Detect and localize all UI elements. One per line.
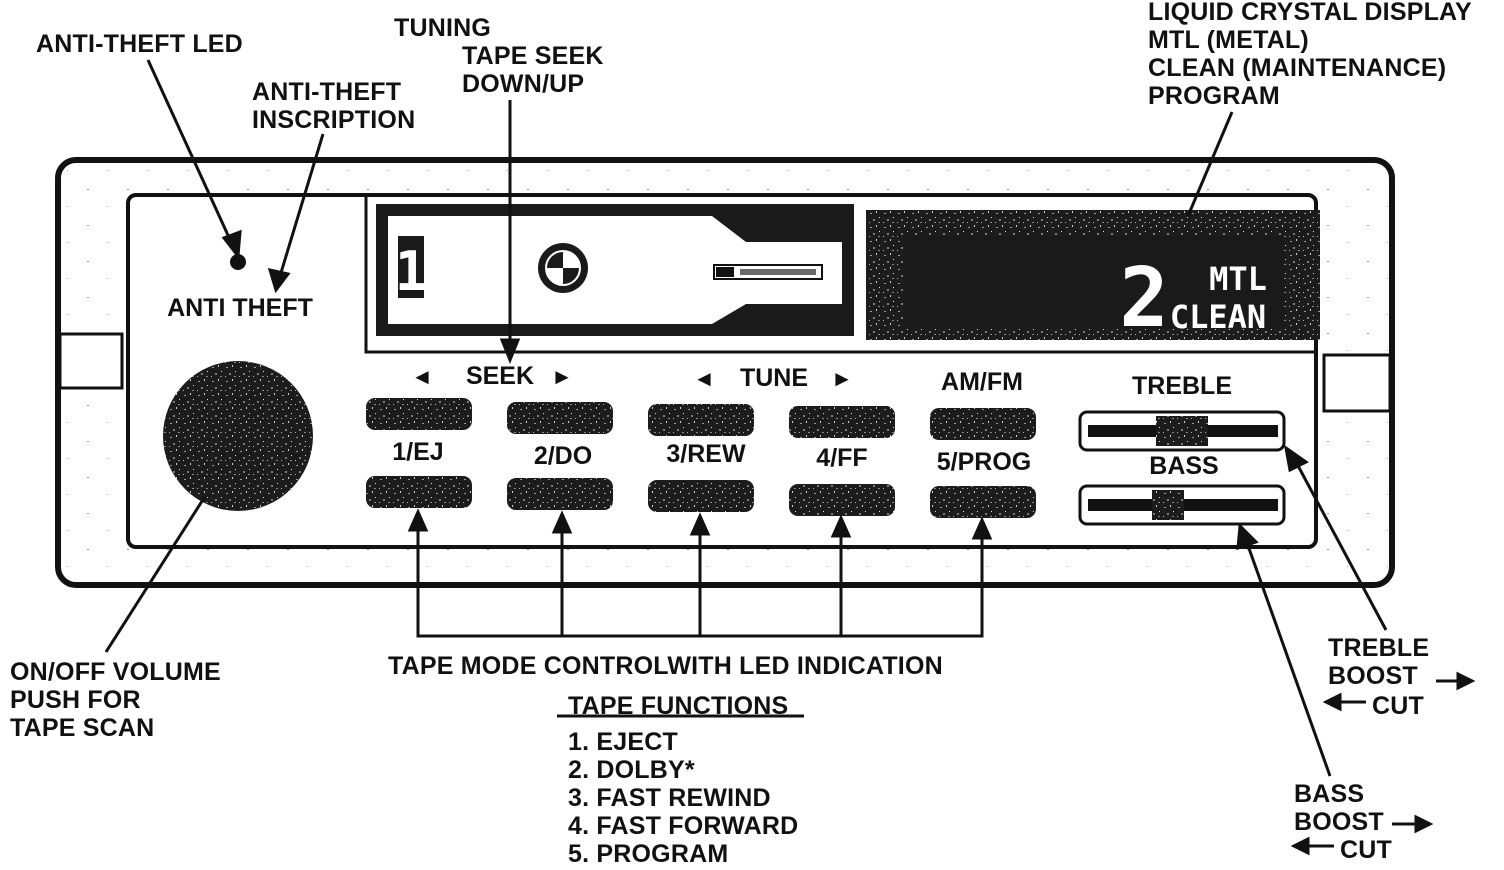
callout-treble-line1: TREBLE [1328,634,1429,662]
button-label-3: 3/REW [666,440,746,468]
treble-arrowhead [1283,444,1309,473]
seek-right-arrow: ► [551,364,573,389]
treble-boost-arrowhead [1456,671,1476,691]
lcd-leader [1186,111,1234,217]
cassette-door-label [388,216,842,324]
seek-up-button[interactable] [507,402,613,434]
tuning-arrowhead [499,338,521,365]
treble-slider[interactable] [1078,410,1286,452]
anti-theft-led-arrowhead [221,229,242,260]
tune-left-arrow: ◄ [693,366,715,391]
callout-anti-theft-led: ANTI-THEFT LED [36,30,243,58]
tape-functions-heading: TAPE FUNCTIONS [568,692,788,720]
inscription-arrowhead [267,267,291,294]
tape-function-5: 5. PROGRAM [568,840,728,868]
bmw-roundel-icon [538,243,588,293]
tape-function-2: 2. DOLBY* [568,756,695,784]
treble-cut-arrowhead [1322,692,1342,712]
tape-mode-arrowhead-5 [971,516,993,540]
preset-button-5-program[interactable] [930,486,1036,518]
volume-knob[interactable] [163,361,313,511]
seek-down-button[interactable] [366,398,472,430]
button-label-5: 5/PROG [937,448,1031,476]
leader-lines [104,59,1476,856]
tape-mode-arrowhead-4 [830,514,852,538]
tune-right-arrow: ► [831,366,853,391]
bass-boost-arrowhead [1414,814,1434,834]
tune-label: TUNE [740,364,808,392]
left-display-digit: 1 [395,240,428,303]
callout-on-off-line2: PUSH FOR [10,686,141,714]
preset-button-2-dolby[interactable] [507,478,613,510]
tape-function-3: 3. FAST REWIND [568,784,771,812]
callout-bass-line2: BOOST [1294,808,1384,836]
callout-treble-line2: BOOST [1328,662,1418,690]
preset-button-1-eject[interactable] [366,476,472,508]
callout-tape-mode: TAPE MODE CONTROLWITH LED INDICATION [388,652,943,680]
tape-function-1: 1. EJECT [568,728,678,756]
callout-on-off-line1: ON/OFF VOLUME [10,658,221,686]
anti-theft-led [230,254,246,270]
callout-tuning-line2: TAPE SEEK [462,42,604,70]
treble-slider-handle[interactable] [1156,416,1208,446]
anti-theft-inscription: ANTI THEFT [167,294,313,322]
callout-lcd-line4: PROGRAM [1148,82,1280,110]
treble-leader [1294,461,1388,631]
callout-lcd-line1: LIQUID CRYSTAL DISPLAY [1148,0,1472,26]
callouts: ANTI-THEFT LED ANTI-THEFT INSCRIPTION TU… [10,0,1472,868]
callout-tuning-line1: TUNING [394,14,491,42]
liquid-crystal-display: 2 MTL CLEAN [866,210,1320,346]
callout-bass-line3: CUT [1340,836,1392,864]
callout-lcd-line2: MTL (METAL) [1148,26,1309,54]
callout-bass-line1: BASS [1294,780,1364,808]
anti-theft-led-leader [146,59,234,245]
bass-slider-handle[interactable] [1152,490,1184,520]
button-label-4: 4/FF [816,444,867,472]
am-fm-button[interactable] [930,408,1036,440]
callout-inscription-line2: INSCRIPTION [252,106,415,134]
callout-lcd-line3: CLEAN (MAINTENANCE) [1148,54,1446,82]
lcd-clean: CLEAN [1170,298,1266,336]
callout-tuning-line3: DOWN/UP [462,70,584,98]
right-clip [1322,353,1392,413]
seek-left-arrow: ◄ [411,364,433,389]
tape-mode-arrowhead-3 [689,512,711,536]
tune-up-button[interactable] [789,406,895,438]
bass-slider[interactable] [1078,484,1286,526]
bass-cut-arrowhead [1290,836,1310,856]
lcd-screen [904,236,1284,328]
callout-treble-line3: CUT [1372,692,1424,720]
preset-button-4-fast-forward[interactable] [789,484,895,516]
seek-label: SEEK [466,362,534,390]
inscription-leader [278,133,325,277]
tape-function-4: 4. FAST FORWARD [568,812,798,840]
lcd-digit: 2 [1119,251,1168,346]
left-display-digit-box [398,236,424,298]
dolby-system-icon [713,264,823,280]
bass-label: BASS [1149,452,1218,480]
bass-arrowhead [1236,522,1259,551]
treble-label: TREBLE [1132,372,1232,400]
am-fm-label: AM/FM [941,368,1023,396]
volume-leader [104,497,206,653]
button-label-1: 1/EJ [392,438,443,466]
callout-inscription-line1: ANTI-THEFT [252,78,401,106]
tune-down-button[interactable] [648,404,754,436]
bass-leader [1244,539,1332,777]
tape-mode-arrowhead-2 [551,510,573,534]
button-label-2: 2/DO [534,442,592,470]
preset-button-3-rewind[interactable] [648,480,754,512]
tape-mode-arrowhead-1 [407,508,429,532]
lcd-mtl: MTL [1209,260,1267,298]
callout-on-off-line3: TAPE SCAN [10,714,154,742]
left-clip [58,332,124,390]
radio-unit: 1 2 MTL CLEAN ANTI THEFT [55,157,1395,588]
cassette-window: 1 [364,196,1316,354]
